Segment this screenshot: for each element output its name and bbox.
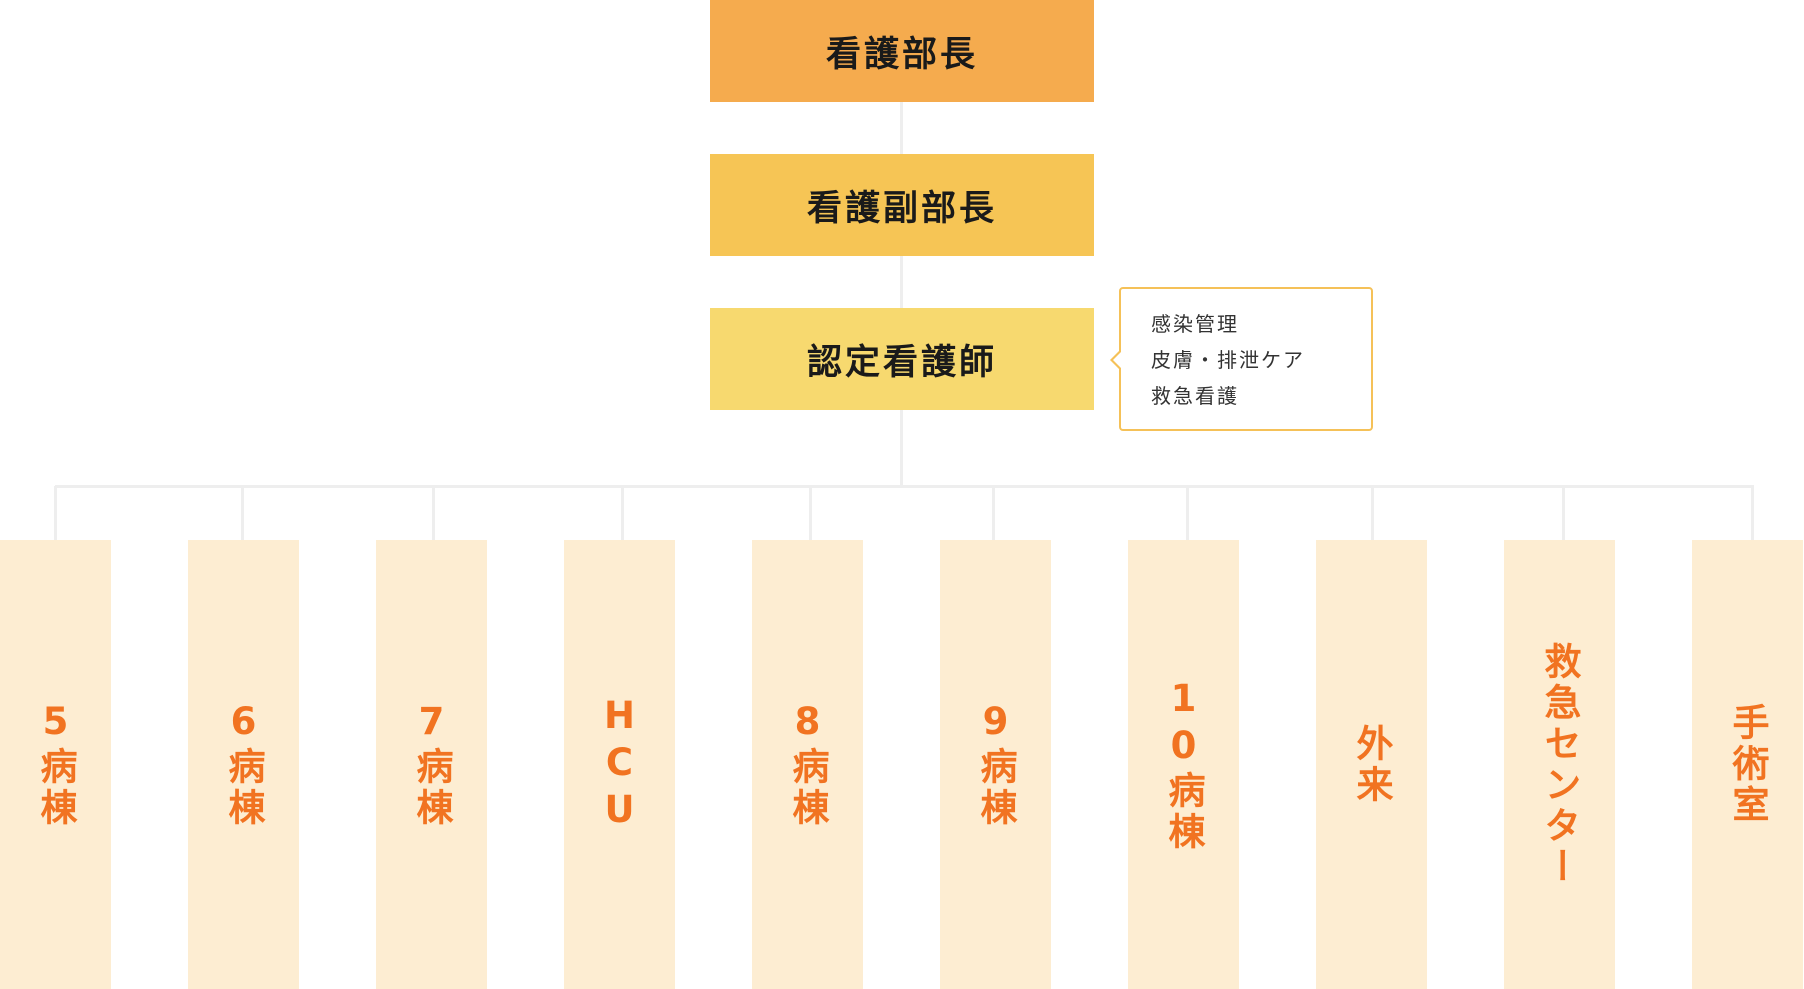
- department-drop-connector: [1751, 486, 1754, 540]
- deputy-director-box: 看護副部長: [710, 154, 1094, 256]
- specialty-item: 感染管理: [1151, 312, 1239, 336]
- department-label: 6病棟: [222, 700, 265, 829]
- department-drop-connector: [432, 486, 435, 540]
- department-drop-connector: [241, 486, 244, 540]
- department-column: HCU: [564, 540, 675, 989]
- department-column: 8病棟: [752, 540, 863, 989]
- department-column: 10病棟: [1128, 540, 1239, 989]
- department-label: 8病棟: [786, 700, 829, 829]
- department-label: 9病棟: [974, 700, 1017, 829]
- department-label: 7病棟: [410, 700, 453, 829]
- deputy-director-label: 看護副部長: [806, 188, 997, 229]
- department-label: 手術室: [1726, 703, 1769, 826]
- director-label: 看護部長: [825, 34, 978, 75]
- department-drop-connector: [1186, 486, 1189, 540]
- department-drop-connector: [621, 486, 624, 540]
- department-column: 5病棟: [0, 540, 111, 989]
- department-column: 手術室: [1692, 540, 1803, 989]
- specialty-item: 救急看護: [1151, 384, 1239, 408]
- department-column: 6病棟: [188, 540, 299, 989]
- department-drop-connector: [1562, 486, 1565, 540]
- department-label: 10病棟: [1162, 676, 1205, 853]
- department-label: 外来: [1350, 723, 1393, 806]
- director-box: 看護部長: [710, 0, 1094, 102]
- horizontal-branch-connector: [55, 485, 1754, 488]
- department-label: HCU: [598, 694, 641, 835]
- department-drop-connector: [809, 486, 812, 540]
- department-column: 9病棟: [940, 540, 1051, 989]
- department-column: 外来: [1316, 540, 1427, 989]
- specialty-item: 皮膚・排泄ケア: [1151, 348, 1305, 372]
- certified-nurse-box: 認定看護師: [710, 308, 1094, 410]
- department-drop-connector: [992, 486, 995, 540]
- department-drop-connector: [54, 486, 57, 540]
- department-column: 救急センター: [1504, 540, 1615, 989]
- certified-nurse-label: 認定看護師: [806, 342, 997, 383]
- department-label: 救急センター: [1538, 641, 1581, 888]
- department-drop-connector: [1371, 486, 1374, 540]
- department-column: 7病棟: [376, 540, 487, 989]
- specialty-callout: 感染管理 皮膚・排泄ケア 救急看護: [1110, 287, 1373, 431]
- department-label: 5病棟: [34, 700, 77, 829]
- main-vertical-connector: [900, 102, 903, 488]
